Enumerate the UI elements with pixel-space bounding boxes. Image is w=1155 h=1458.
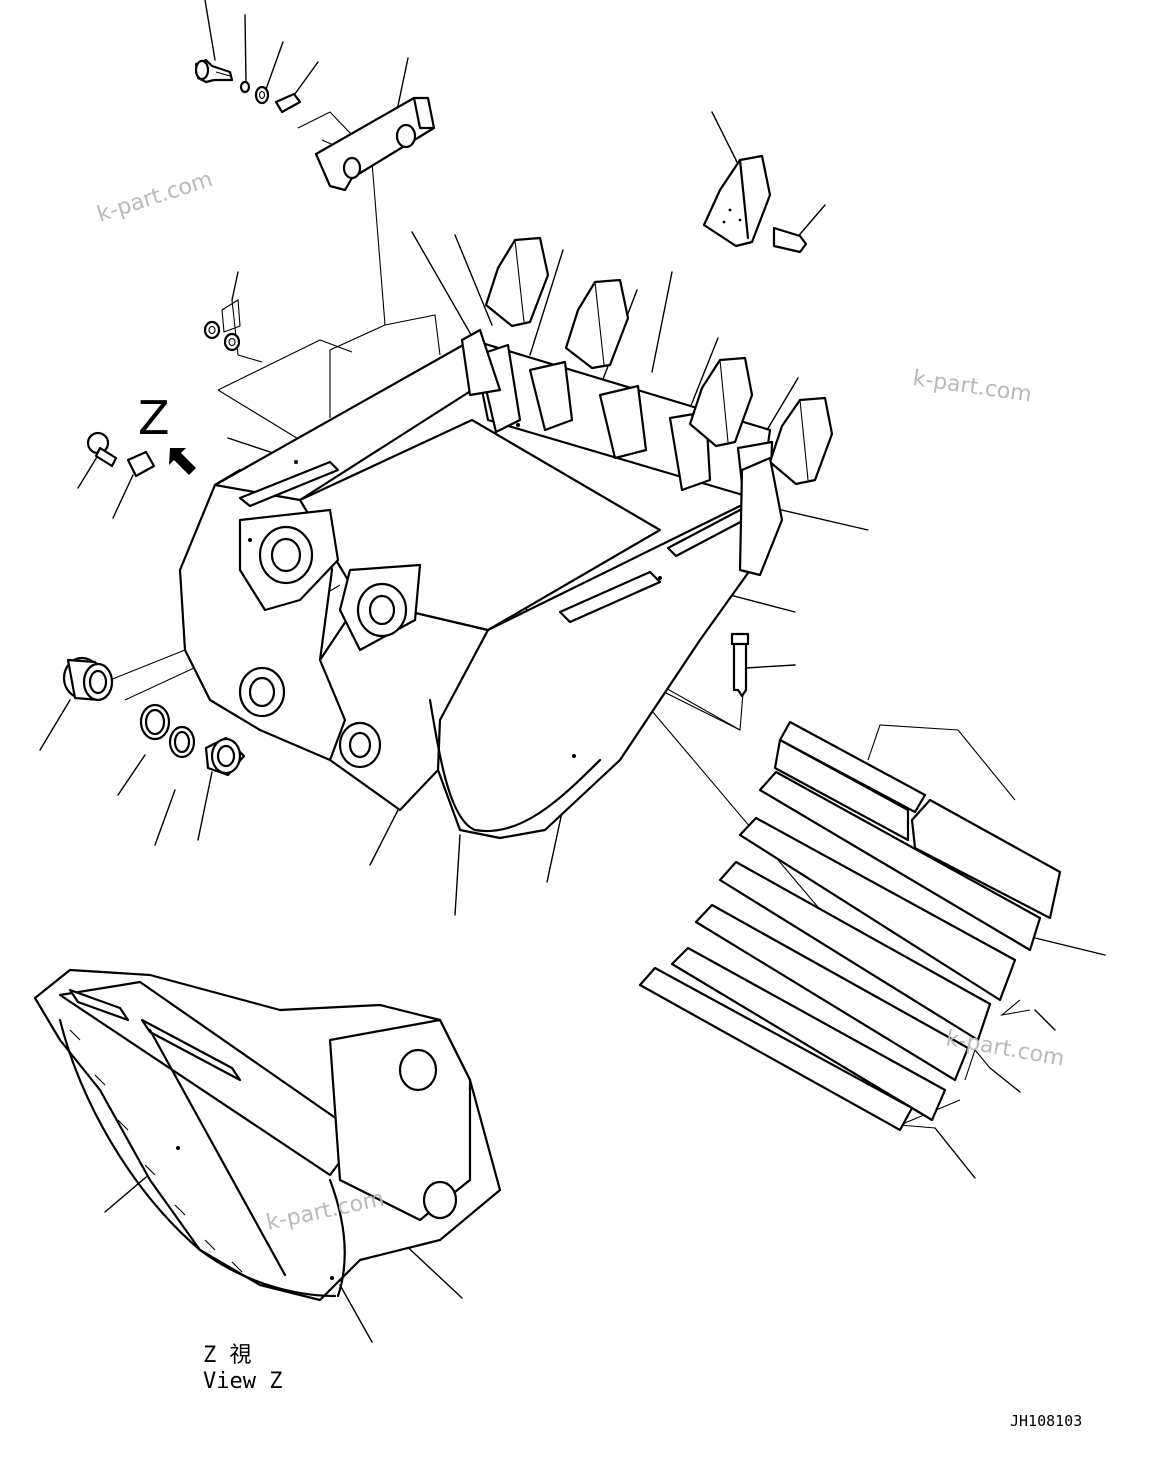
drawing-code: JH108103	[1010, 1412, 1082, 1430]
tooth-spare	[702, 154, 772, 248]
bolt-side	[730, 632, 750, 698]
washer-top	[239, 80, 251, 94]
view-marker-label: Z	[138, 391, 170, 445]
view-z-arrow: Z	[138, 391, 196, 475]
tooth-pin	[772, 226, 808, 254]
view-z-bucket	[33, 968, 502, 1302]
view-caption-en: View Z	[203, 1369, 282, 1394]
bolt-top	[194, 58, 234, 84]
watermark-1: k-part.com	[94, 167, 216, 228]
shim-ring-2	[168, 725, 196, 759]
view-caption-jp: Z 視	[203, 1343, 252, 1368]
pin-small-left	[86, 431, 118, 468]
pin-top	[274, 92, 302, 114]
wear-plates	[638, 720, 1062, 1132]
main-bucket	[178, 236, 834, 840]
nut-top	[254, 85, 270, 105]
side-cutter-bracket	[314, 96, 436, 192]
sleeve-small-left	[126, 450, 156, 478]
watermark-2: k-part.com	[911, 366, 1033, 407]
shim-ring-1	[139, 703, 171, 741]
bushing-flange	[62, 656, 114, 702]
bushing-sleeve	[204, 736, 246, 777]
washers-small	[203, 299, 241, 352]
